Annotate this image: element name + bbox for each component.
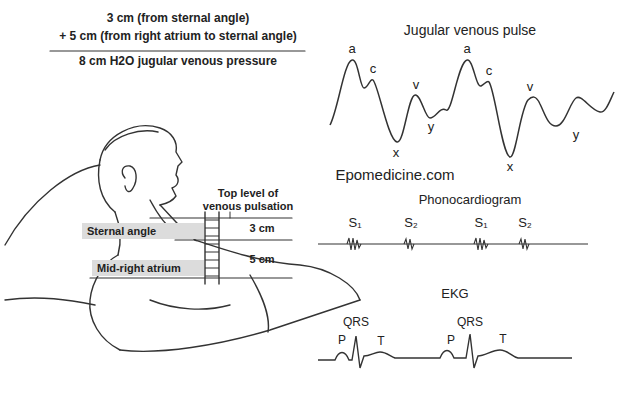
label-box: Mid-right atrium bbox=[92, 260, 204, 276]
label: EKG bbox=[441, 287, 468, 302]
label: 5 cm bbox=[249, 253, 274, 266]
label: S₁ bbox=[474, 216, 487, 231]
label: S₂ bbox=[518, 216, 532, 231]
ruler-rung bbox=[205, 244, 219, 245]
label: Top level of venous pulsation bbox=[200, 187, 296, 212]
label: c bbox=[486, 64, 493, 79]
ruler-rung bbox=[205, 220, 219, 221]
label: QRS bbox=[457, 316, 483, 330]
label: Phonocardiogram bbox=[419, 193, 522, 208]
ruler-rung bbox=[205, 268, 219, 269]
ruler-rung bbox=[205, 228, 219, 229]
label: a bbox=[463, 42, 470, 57]
label: x bbox=[507, 160, 514, 175]
label: Jugular venous pulse bbox=[404, 22, 536, 38]
ruler-rung bbox=[205, 252, 219, 253]
label: P bbox=[447, 334, 455, 348]
box-label: Mid-right atrium bbox=[97, 262, 181, 274]
label: v bbox=[527, 80, 534, 95]
label: c bbox=[370, 62, 377, 77]
label: 3 cm bbox=[249, 222, 274, 235]
label: Epomedicine.com bbox=[335, 166, 454, 183]
label: T bbox=[377, 335, 384, 349]
label: v bbox=[413, 78, 420, 93]
ruler-rung bbox=[205, 276, 219, 277]
label: y bbox=[573, 128, 580, 143]
label: a bbox=[348, 42, 355, 57]
label: S₁ bbox=[348, 216, 361, 231]
label-box: Sternal angle bbox=[82, 223, 204, 239]
ruler-rung bbox=[205, 236, 219, 237]
label: + 5 cm (from right atrium to sternal ang… bbox=[59, 30, 297, 44]
label: S₂ bbox=[404, 216, 418, 231]
label: T bbox=[499, 333, 506, 347]
label: y bbox=[428, 120, 435, 135]
box-label: Sternal angle bbox=[87, 225, 156, 237]
ruler-rung bbox=[205, 260, 219, 261]
label: x bbox=[393, 146, 400, 161]
label: 8 cm H2O jugular venous pressure bbox=[79, 55, 277, 69]
label: QRS bbox=[343, 316, 369, 330]
label: P bbox=[338, 334, 346, 348]
label: 3 cm (from sternal angle) bbox=[107, 12, 250, 26]
